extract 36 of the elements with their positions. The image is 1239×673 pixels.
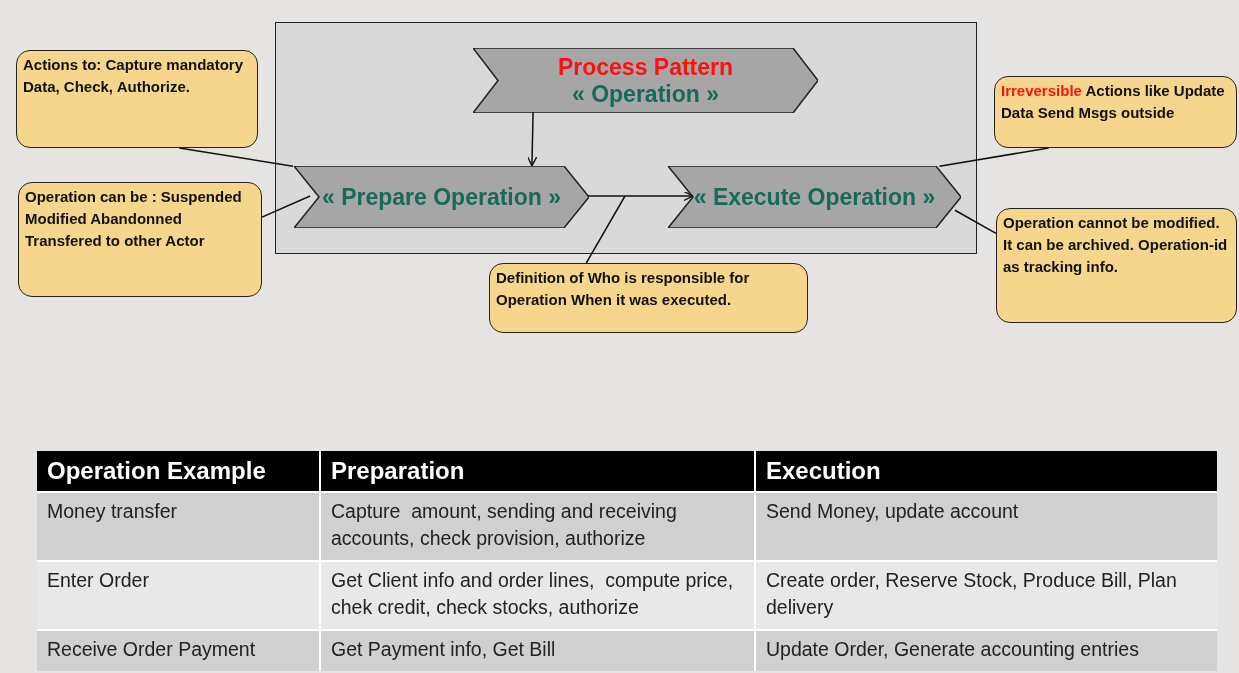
- callout-text: Irreversible Actions like Update Data Send Msgs outside: [1001, 81, 1226, 123]
- callout-box: [994, 76, 1237, 148]
- callout-box: [16, 50, 258, 148]
- chevron-label: « Prepare Operation »: [321, 183, 561, 211]
- callout-text: Operation cannot be modified. It can be archived. Operation-id as tracking info.: [1003, 213, 1229, 277]
- callout-box: [996, 208, 1237, 323]
- pattern-step: [473, 48, 818, 113]
- table-cell: Get Payment info, Get Bill: [320, 630, 755, 671]
- chevron-title: Process Pattern: [557, 53, 734, 81]
- leader-line: [954, 209, 997, 235]
- table-cell: Get Client info and order lines, compute price, chek credit, check stocks, authorize: [320, 561, 755, 630]
- process-step: [668, 166, 961, 228]
- callout-text: Operation can be : Suspended Modified Abandonned Transfered to other Actor: [25, 187, 243, 251]
- chevron-label: « Execute Operation »: [693, 183, 936, 211]
- column-header: Execution: [755, 451, 1217, 492]
- process-frame: [275, 22, 977, 254]
- table-cell: Update Order, Generate accounting entries: [755, 630, 1217, 671]
- chevron-label: « Operation »: [572, 80, 719, 108]
- leader-line: [585, 195, 626, 264]
- callout-text: Definition of Who is responsible for Operation When it was executed.: [496, 268, 751, 310]
- callout-text: Actions to: Capture mandatory Data, Check, Authorize.: [23, 55, 245, 97]
- leader-line: [261, 195, 311, 218]
- table-cell: Money transfer: [37, 492, 320, 561]
- table-cell: Send Money, update account: [755, 492, 1217, 561]
- leader-line: [178, 147, 294, 167]
- table-cell: Enter Order: [37, 561, 320, 630]
- process-step: [294, 166, 589, 228]
- table-cell: Receive Order Payment: [37, 630, 320, 671]
- table-cell: Capture amount, sending and receiving accounts, check provision, authorize: [320, 492, 755, 561]
- table-cell: Create order, Reserve Stock, Produce Bill, Plan delivery: [755, 561, 1217, 630]
- arrow: [587, 190, 694, 202]
- column-header: Operation Example: [37, 451, 320, 492]
- column-header: Preparation: [320, 451, 755, 492]
- leader-line: [938, 147, 1050, 167]
- callout-box: [18, 182, 262, 297]
- callout-box: [489, 263, 808, 333]
